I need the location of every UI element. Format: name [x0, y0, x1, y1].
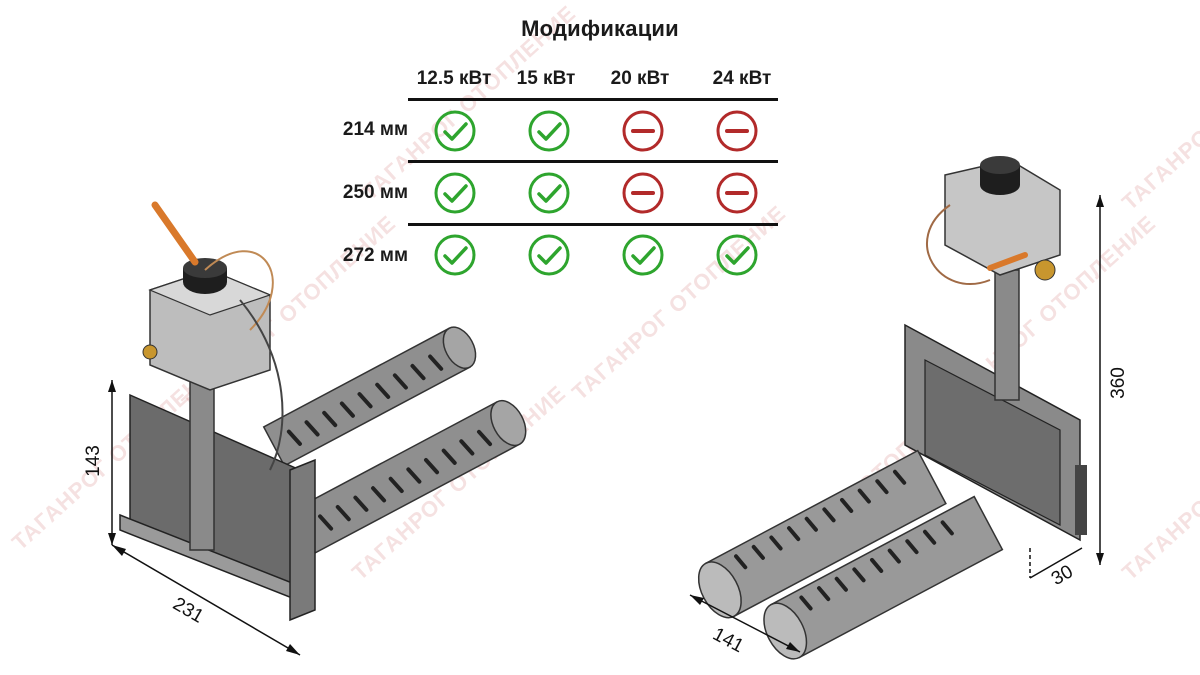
- table-divider: [408, 98, 778, 101]
- left-burner-image: [108, 201, 527, 656]
- dimension-right-height: 360: [1107, 367, 1129, 399]
- minus-circle-icon: [621, 109, 665, 153]
- check-circle-icon: [621, 233, 665, 277]
- check-circle-icon: [527, 171, 571, 215]
- page-title: Модификации: [521, 16, 679, 41]
- minus-circle-icon: [715, 171, 759, 215]
- minus-circle-icon: [621, 171, 665, 215]
- right-burner-image: [689, 156, 1104, 660]
- check-circle-icon: [715, 233, 759, 277]
- column-header: 15 кВт: [516, 68, 576, 89]
- check-circle-icon: [527, 109, 571, 153]
- row-header: 250 мм: [342, 182, 408, 203]
- table-divider: [408, 223, 778, 226]
- check-circle-icon: [433, 109, 477, 153]
- check-circle-icon: [433, 233, 477, 277]
- column-header: 20 кВт: [610, 68, 670, 89]
- check-circle-icon: [527, 233, 571, 277]
- column-header: 24 кВт: [712, 68, 772, 89]
- table-divider: [408, 160, 778, 163]
- check-circle-icon: [433, 171, 477, 215]
- minus-circle-icon: [715, 109, 759, 153]
- dimension-left-height: 143: [82, 445, 104, 477]
- row-header: 214 мм: [342, 119, 408, 140]
- column-header: 12.5 кВт: [416, 68, 492, 89]
- row-header: 272 мм: [342, 245, 408, 266]
